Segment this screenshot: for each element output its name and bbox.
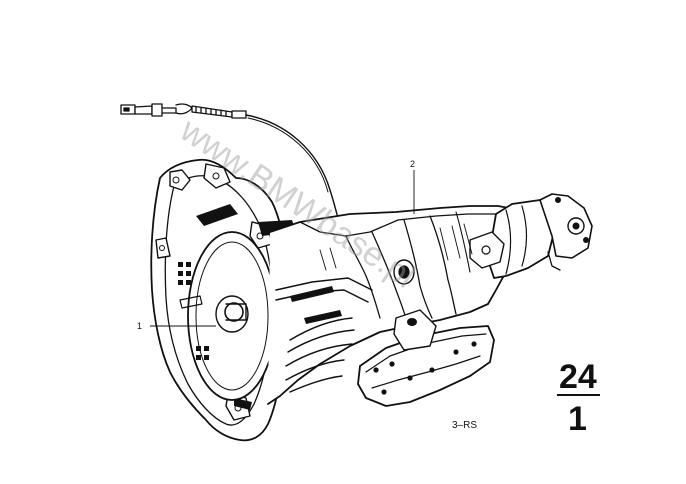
callout-2-label: 2 bbox=[410, 159, 415, 169]
transmission-case bbox=[267, 205, 529, 405]
group-main-number: 24 bbox=[559, 358, 597, 396]
drawing-code: 3–RS bbox=[452, 420, 477, 431]
oil-pan bbox=[357, 309, 495, 407]
extension-housing bbox=[469, 193, 593, 279]
callout-1: 1 bbox=[137, 321, 216, 331]
automatic-transmission-illustration bbox=[120, 103, 593, 442]
group-number: 24 1 bbox=[557, 358, 600, 438]
group-sub-number: 1 bbox=[568, 400, 587, 438]
selector-cable-connector bbox=[120, 103, 247, 119]
torque-converter bbox=[178, 231, 277, 401]
callout-1-label: 1 bbox=[137, 321, 142, 331]
callout-2: 2 bbox=[410, 159, 415, 214]
